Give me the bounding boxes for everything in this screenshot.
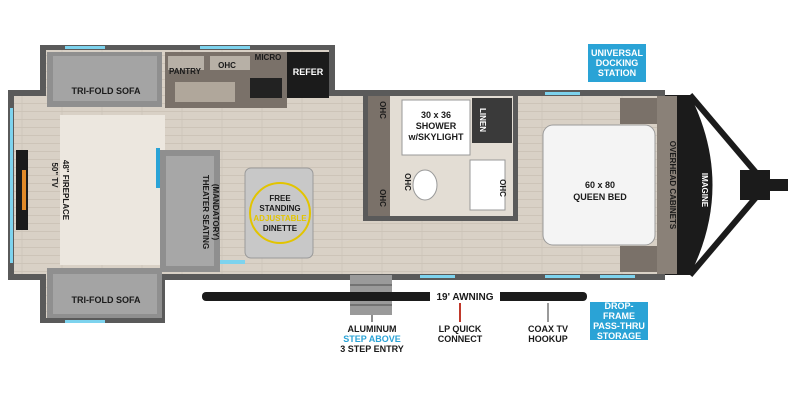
lp-line1: LP QUICK bbox=[438, 324, 482, 334]
bathroom: OHC OHC OHC OHC 30 x 36 SHOWER w/SKYLIGH… bbox=[363, 96, 518, 221]
dinette-line2: STANDING bbox=[259, 204, 300, 213]
lp-line2: CONNECT bbox=[437, 334, 483, 344]
queen-bed: 60 x 80 QUEEN BED bbox=[542, 124, 656, 246]
coax-line1: COAX TV bbox=[527, 324, 568, 334]
ohc-kitchen-label: OHC bbox=[218, 61, 236, 70]
fireplace-label: 48" FIREPLACE bbox=[61, 160, 70, 221]
dinette-line1: FREE bbox=[269, 194, 291, 203]
kitchen-cabinets: PANTRY OHC MICRO bbox=[165, 52, 287, 108]
ohc-bath-right-label: OHC bbox=[498, 179, 507, 197]
tri-fold-sofa-bottom-label: TRI-FOLD SOFA bbox=[72, 295, 141, 305]
tri-fold-sofa-top-label: TRI-FOLD SOFA bbox=[72, 86, 141, 96]
linen-label: LINEN bbox=[478, 108, 487, 132]
micro-label: MICRO bbox=[255, 53, 282, 62]
awning-label-bg bbox=[430, 290, 500, 303]
tri-fold-sofa-top: TRI-FOLD SOFA bbox=[47, 52, 162, 107]
entry-line3: 3 STEP ENTRY bbox=[340, 344, 404, 354]
theater-mandatory-label: (MANDATORY) bbox=[211, 184, 220, 241]
refer-label: REFER bbox=[293, 67, 324, 77]
fireplace-glow bbox=[22, 170, 26, 210]
coax-line2: HOOKUP bbox=[528, 334, 568, 344]
living-area bbox=[60, 115, 165, 265]
ohc-bath-mid-label: OHC bbox=[403, 173, 412, 191]
entry-line1: ALUMINUM bbox=[347, 324, 397, 334]
dinette-table: FREE STANDING ADJUSTABLE DINETTE bbox=[244, 167, 314, 259]
dinette-line4: DINETTE bbox=[263, 224, 298, 233]
entry-note: ALUMINUM STEP ABOVE 3 STEP ENTRY bbox=[332, 324, 412, 354]
lp-note: LP QUICK CONNECT bbox=[428, 324, 492, 344]
nightstand-bottom bbox=[620, 246, 658, 272]
theater-seating: THEATER SEATING (MANDATORY) bbox=[156, 148, 220, 272]
shower-line2: SHOWER bbox=[416, 121, 457, 131]
theater-seating-label: THEATER SEATING bbox=[201, 175, 210, 249]
shower-line3: w/SKYLIGHT bbox=[407, 132, 464, 142]
brand-label: IMAGINE bbox=[700, 173, 709, 208]
tv-label: 50" TV bbox=[50, 162, 59, 188]
refrigerator bbox=[287, 52, 329, 98]
dinette-line3: ADJUSTABLE bbox=[253, 214, 307, 223]
nightstand-top bbox=[620, 98, 658, 124]
windows bbox=[10, 46, 635, 323]
docking-station-callout: UNIVERSAL DOCKING STATION bbox=[588, 44, 646, 82]
overhead-cabinets bbox=[657, 96, 677, 274]
awning-label: 19' AWNING bbox=[436, 292, 493, 303]
tri-fold-sofa-bottom: TRI-FOLD SOFA bbox=[47, 268, 162, 318]
overhead-cabinets-label: OVERHEAD CABINETS bbox=[668, 141, 677, 230]
ohc-bath-left-label: OHC bbox=[378, 189, 387, 207]
awning-bar bbox=[202, 292, 587, 301]
coax-note: COAX TV HOOKUP bbox=[518, 324, 578, 344]
pass-thru-storage-callout: DROP-FRAME PASS-THRU STORAGE bbox=[590, 301, 648, 341]
entry-line2: STEP ABOVE bbox=[343, 334, 401, 344]
bed-line2: QUEEN BED bbox=[573, 192, 627, 202]
bed-line1: 60 x 80 bbox=[585, 180, 615, 190]
ohc-bath-top-label: OHC bbox=[378, 101, 387, 119]
pantry-label: PANTRY bbox=[169, 67, 202, 76]
shower-line1: 30 x 36 bbox=[421, 110, 451, 120]
trailer-tongue bbox=[687, 93, 788, 277]
